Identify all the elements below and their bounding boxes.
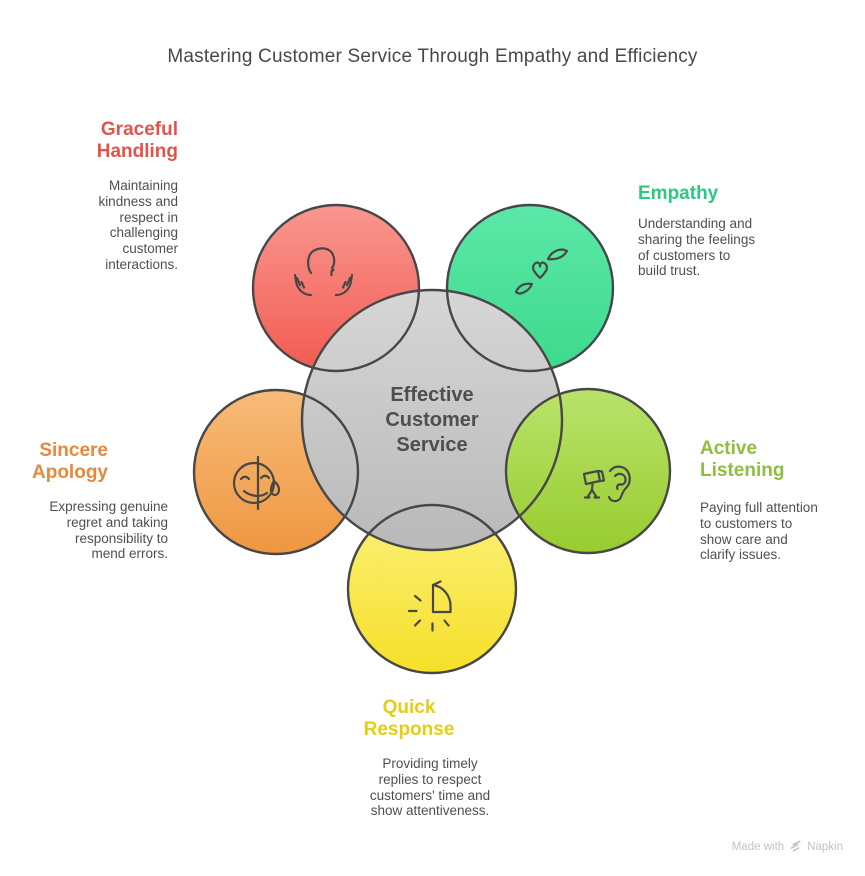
circle-strokes <box>192 203 672 675</box>
quick-response-title: Quick Response <box>363 697 455 740</box>
quick-response-desc: Providing timely replies to respect cust… <box>369 756 491 819</box>
icons <box>232 247 631 632</box>
center-circle <box>302 290 562 550</box>
active-listening-desc: Paying full attention to customers to sh… <box>700 500 818 563</box>
hands-holding-head-icon <box>293 247 354 297</box>
empathy-title: Empathy <box>638 183 719 204</box>
megaphone-ear-icon <box>582 465 631 503</box>
napkin-logo-icon <box>790 840 801 852</box>
page-title: Mastering Customer Service Through Empat… <box>167 46 698 67</box>
center-circle-label: Effective Customer Service <box>385 384 479 456</box>
sad-face-tear-icon <box>232 455 281 511</box>
made-with-text: Made with <box>731 840 785 853</box>
sincere-apology-desc: Expressing genuine regret and taking res… <box>49 499 168 562</box>
graceful-handling-title: Graceful Handling <box>96 119 178 162</box>
sincere-apology-title: Sincere Apology <box>32 440 108 483</box>
graceful-handling-desc: Maintaining kindness and respect in chal… <box>98 178 178 272</box>
empathy-desc: Understanding and sharing the feelings o… <box>638 216 756 279</box>
active-listening-title: Active Listening <box>700 438 785 481</box>
timer-quarter-icon <box>407 580 452 632</box>
active-listening-circle <box>506 389 670 553</box>
made-with-napkin-link[interactable]: Made with Napkin <box>732 840 843 853</box>
hands-sharing-heart-icon <box>514 248 569 295</box>
napkin-brand-text: Napkin <box>807 840 843 853</box>
